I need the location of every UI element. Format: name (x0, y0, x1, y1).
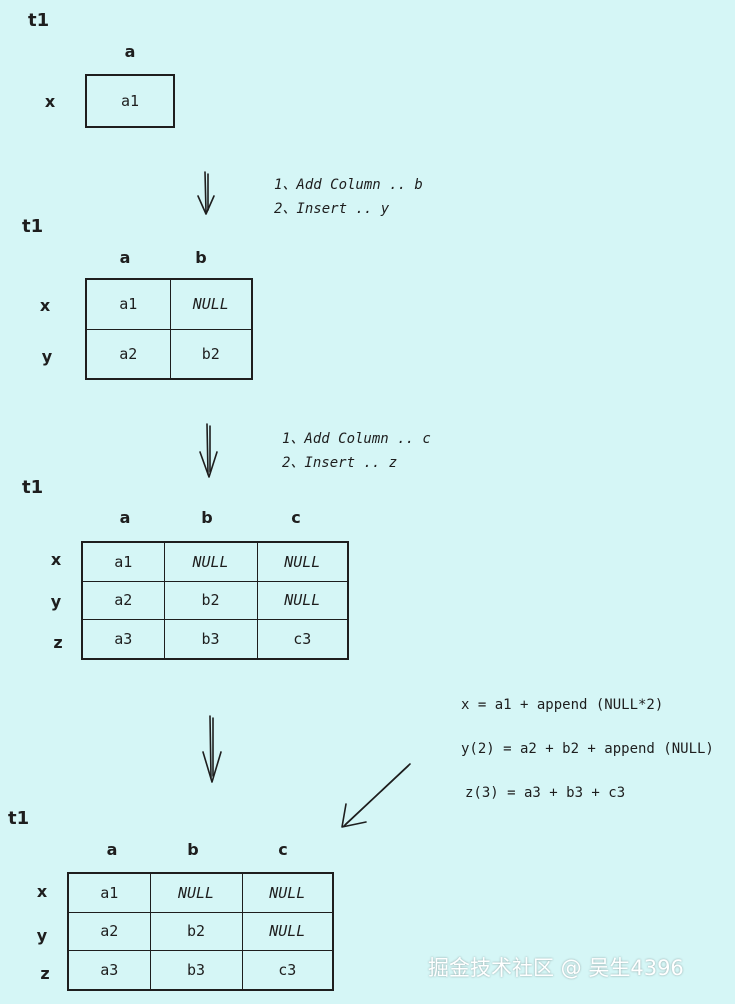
step3-row-header-y: y (50, 592, 62, 611)
step4-col-header-c: c (278, 840, 288, 859)
step3-table-name: t1 (22, 477, 44, 498)
step4-table: a1 NULL NULL a2 b2 NULL a3 b3 c3 (67, 872, 334, 991)
step1-col-header-a: a (124, 42, 136, 61)
down-arrow-2 (199, 423, 218, 478)
step4-col-header-b: b (187, 840, 199, 859)
watermark-text: 掘金技术社区 @ 吴生4396 (428, 956, 684, 980)
step4-col-header-a: a (106, 840, 118, 859)
step1-table-name: t1 (28, 10, 50, 31)
formula-line-3: z(3) = a3 + b3 + c3 (465, 785, 626, 801)
step3-col-header-c: c (291, 508, 301, 527)
step2-table-name: t1 (22, 216, 44, 237)
formula-line-2: y(2) = a2 + b2 + append (NULL) (461, 741, 714, 757)
step4-cell-z-b: b3 (149, 950, 243, 991)
step1-cell-x-a: a1 (85, 74, 175, 128)
step4-cell-z-a: a3 (67, 950, 151, 991)
step3-cell-y-c: NULL (256, 580, 349, 621)
step3-cell-z-c: c3 (256, 619, 349, 660)
step3-row-header-z: z (53, 633, 63, 652)
step3-cell-x-a: a1 (81, 541, 165, 582)
formula-line-1: x = a1 + append (NULL*2) (461, 697, 664, 713)
step4-cell-x-b: NULL (149, 872, 243, 913)
step2-cell-x-a: a1 (85, 278, 171, 330)
down-arrow-3 (202, 715, 222, 783)
table-row: a1 NULL (85, 278, 253, 330)
step2-cell-y-a: a2 (85, 328, 171, 380)
table-row: a2 b2 NULL (81, 580, 349, 621)
step4-cell-x-c: NULL (241, 872, 334, 913)
step3-col-header-b: b (201, 508, 213, 527)
step4-row-header-x: x (36, 882, 48, 901)
step4-table-name: t1 (8, 808, 30, 829)
step3-cell-y-a: a2 (81, 580, 165, 621)
step3-cell-z-a: a3 (81, 619, 165, 660)
step4-cell-y-a: a2 (67, 911, 151, 952)
transition1-line-1: 1、Add Column .. b (274, 177, 423, 193)
step3-col-header-a: a (119, 508, 131, 527)
step4-cell-y-c: NULL (241, 911, 334, 952)
step3-row-header-x: x (50, 550, 62, 569)
step2-row-header-y: y (41, 347, 53, 366)
table-row: a3 b3 c3 (67, 950, 334, 991)
table-row: a2 b2 (85, 328, 253, 380)
step2-col-header-b: b (195, 248, 207, 267)
table-row: a1 NULL NULL (81, 541, 349, 582)
step1-row-header-x: x (44, 92, 56, 111)
transition2-line-2: 2、Insert .. z (282, 455, 398, 471)
step4-cell-x-a: a1 (67, 872, 151, 913)
step1-table: a1 (85, 74, 175, 128)
step2-cell-x-b: NULL (169, 278, 253, 330)
step2-table: a1 NULL a2 b2 (85, 278, 253, 380)
table-row: a1 NULL NULL (67, 872, 334, 913)
step3-cell-y-b: b2 (163, 580, 258, 621)
step3-table: a1 NULL NULL a2 b2 NULL a3 b3 c3 (81, 541, 349, 660)
step4-row-header-y: y (36, 926, 48, 945)
table-row: a2 b2 NULL (67, 911, 334, 952)
step4-row-header-z: z (40, 964, 50, 983)
step2-cell-y-b: b2 (169, 328, 253, 380)
step3-cell-z-b: b3 (163, 619, 258, 660)
step2-row-header-x: x (39, 296, 51, 315)
table-row: a3 b3 c3 (81, 619, 349, 660)
step2-col-header-a: a (119, 248, 131, 267)
table-row: a1 (85, 74, 175, 128)
transition2-line-1: 1、Add Column .. c (282, 431, 431, 447)
step3-cell-x-c: NULL (256, 541, 349, 582)
transition1-line-2: 2、Insert .. y (274, 201, 390, 217)
diagonal-arrow (341, 763, 411, 828)
step4-cell-y-b: b2 (149, 911, 243, 952)
down-arrow-1 (197, 171, 215, 215)
step3-cell-x-b: NULL (163, 541, 258, 582)
step4-cell-z-c: c3 (241, 950, 334, 991)
